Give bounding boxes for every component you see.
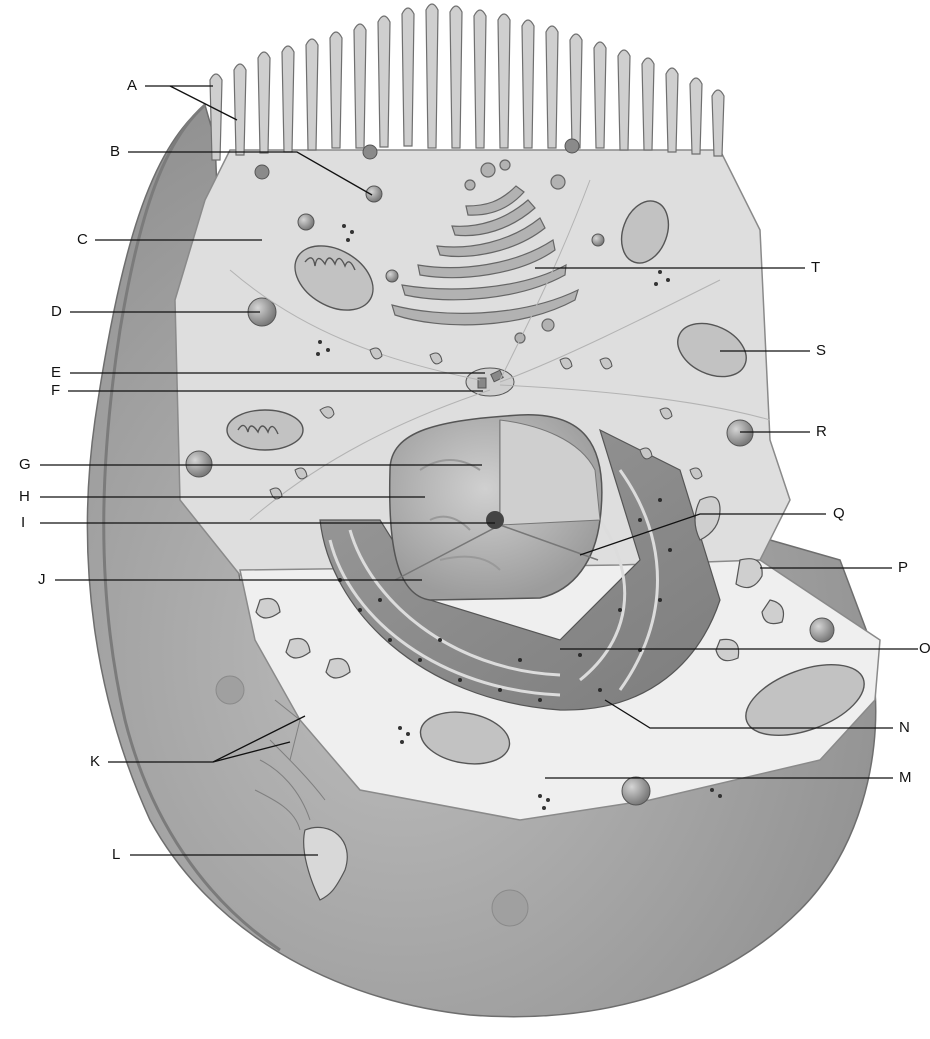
- label-A: A: [127, 78, 137, 93]
- label-M: M: [899, 770, 912, 785]
- label-I: I: [21, 515, 25, 530]
- label-C: C: [77, 232, 88, 247]
- label-L: L: [112, 847, 120, 862]
- label-G: G: [19, 457, 31, 472]
- label-P: P: [898, 560, 908, 575]
- label-R: R: [816, 424, 827, 439]
- microvilli: [210, 4, 724, 160]
- nucleus: [390, 415, 602, 600]
- label-D: D: [51, 304, 62, 319]
- label-K: K: [90, 754, 100, 769]
- label-Q: Q: [833, 506, 845, 521]
- centrosome: [466, 368, 514, 396]
- label-H: H: [19, 489, 30, 504]
- label-B: B: [110, 144, 120, 159]
- label-N: N: [899, 720, 910, 735]
- label-T: T: [811, 260, 820, 275]
- label-E: E: [51, 365, 61, 380]
- nucleolus: [486, 511, 504, 529]
- label-J: J: [38, 572, 46, 587]
- label-O: O: [919, 641, 930, 656]
- label-S: S: [816, 343, 826, 358]
- label-F: F: [51, 383, 60, 398]
